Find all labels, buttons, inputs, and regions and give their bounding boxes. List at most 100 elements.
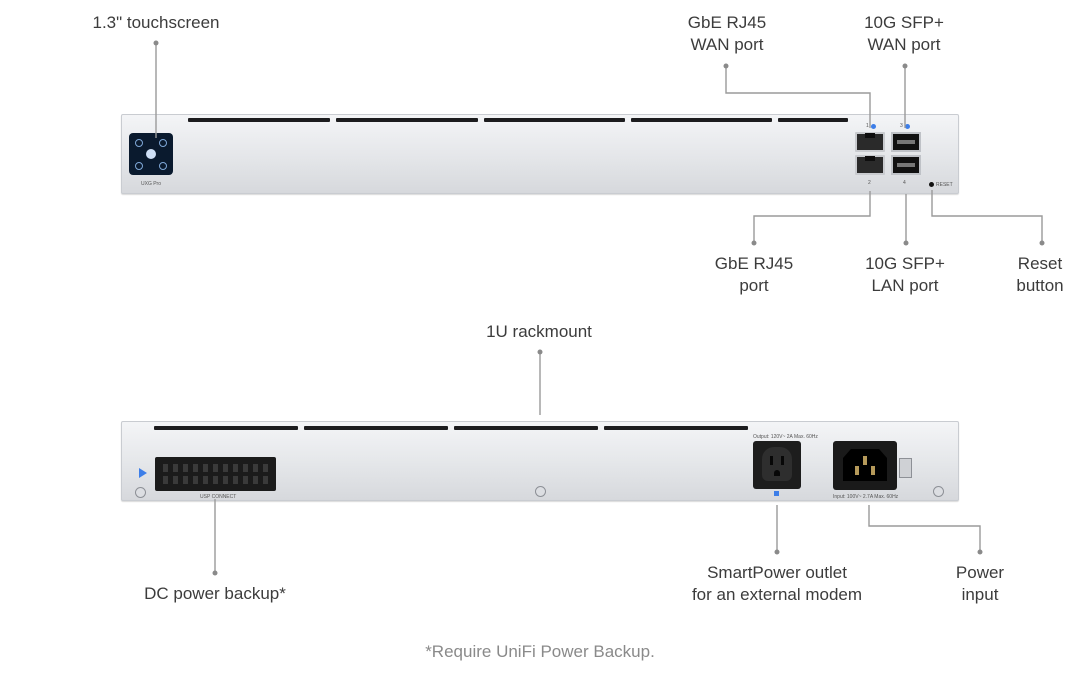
- dc-indicator-arrow-icon: [139, 468, 147, 478]
- connector-pin: [233, 476, 238, 484]
- gbe-rj45-wan-port: [855, 132, 885, 152]
- outlet-led: [774, 491, 779, 496]
- leader-dot: [212, 570, 218, 576]
- screen-quadrant-icon: [135, 162, 143, 170]
- connector-pin: [173, 476, 178, 484]
- outlet-face: [762, 447, 792, 481]
- connector-pin: [173, 464, 178, 472]
- iec-pin: [863, 456, 867, 465]
- wan-port-led: [871, 124, 876, 129]
- connector-pin: [253, 464, 258, 472]
- label-line: LAN port: [871, 276, 939, 295]
- power-cord-clip: [899, 458, 912, 478]
- dc-power-backup-connector: [155, 457, 276, 491]
- leader-dot: [153, 40, 159, 46]
- sfp-wan-label: 10G SFP+ WAN port: [864, 12, 944, 56]
- reset-button[interactable]: [929, 182, 934, 187]
- screen-quadrant-icon: [159, 139, 167, 147]
- rear-vent: [604, 426, 748, 430]
- connector-pin: [203, 464, 208, 472]
- leader-dot: [977, 549, 983, 555]
- gbe-port-label: GbE RJ45 port: [715, 253, 793, 297]
- power-input-label: Power input: [956, 562, 1004, 606]
- screw: [933, 486, 944, 497]
- screw: [135, 487, 146, 498]
- label-line: 10G SFP+: [865, 254, 945, 273]
- touchscreen-label: 1.3" touchscreen: [92, 12, 219, 34]
- rackmount-label: 1U rackmount: [486, 321, 592, 343]
- gbe-wan-label: GbE RJ45 WAN port: [688, 12, 766, 56]
- connector-pin: [203, 476, 208, 484]
- connector-pin: [193, 476, 198, 484]
- leader-dot: [902, 63, 908, 69]
- label-line: for an external modem: [691, 585, 863, 604]
- front-vent: [336, 118, 478, 122]
- leader-dot: [723, 63, 729, 69]
- reset-label: Reset button: [1016, 253, 1063, 297]
- connector-pin: [263, 476, 268, 484]
- port-number: 4: [903, 180, 906, 186]
- front-vent: [188, 118, 330, 122]
- gbe-wan-leader-line: [725, 66, 871, 128]
- front-vent: [778, 118, 848, 122]
- smartpower-label: SmartPower outlet for an external modem: [692, 562, 862, 606]
- touchscreen-display[interactable]: [129, 133, 173, 175]
- connector-pin: [223, 464, 228, 472]
- model-marking: UXG Pro: [141, 181, 162, 187]
- connector-pin: [213, 464, 218, 472]
- connector-pin: [253, 476, 258, 484]
- connector-pin: [223, 476, 228, 484]
- outlet-ground-hole: [774, 470, 780, 476]
- leader-dot: [537, 349, 543, 355]
- screw: [535, 486, 546, 497]
- reset-marking: RESET: [936, 182, 953, 188]
- smartpower-outlet: [753, 441, 801, 489]
- leader-dot: [751, 240, 757, 246]
- iec-pin: [855, 466, 859, 475]
- gbe-port-leader-line: [753, 191, 871, 243]
- sfp-lan-port: [891, 155, 921, 175]
- sfp-wan-port: [891, 132, 921, 152]
- screen-center-icon: [146, 149, 156, 159]
- front-vent: [484, 118, 625, 122]
- outlet-rating-marking: Output: 120V~ 2A Max. 60Hz: [753, 434, 818, 440]
- leader-dot: [774, 549, 780, 555]
- leader-dot: [1039, 240, 1045, 246]
- label-line: button: [1016, 276, 1064, 295]
- dc-backup-label: DC power backup*: [144, 583, 286, 605]
- outlet-slot: [781, 456, 784, 465]
- reset-leader-line: [931, 190, 1043, 243]
- front-panel: [121, 114, 959, 194]
- screen-quadrant-icon: [135, 139, 143, 147]
- port-number: 1: [866, 123, 869, 129]
- label-line: input: [961, 585, 999, 604]
- connector-pin: [243, 464, 248, 472]
- connector-pin: [263, 464, 268, 472]
- rear-vent: [154, 426, 298, 430]
- port-number: 3: [900, 123, 903, 129]
- rackmount-label-text: 1U rackmount: [486, 322, 592, 341]
- label-line: WAN port: [690, 35, 764, 54]
- rear-vent: [304, 426, 448, 430]
- connector-pin: [233, 464, 238, 472]
- label-line: 10G SFP+: [864, 13, 944, 32]
- label-line: GbE RJ45: [714, 254, 794, 273]
- label-line: port: [739, 276, 769, 295]
- screen-quadrant-icon: [159, 162, 167, 170]
- sfp-wan-led: [905, 124, 910, 129]
- label-line: Reset: [1017, 254, 1063, 273]
- connector-pin: [163, 476, 168, 484]
- leader-dot: [903, 240, 909, 246]
- label-line: Power: [955, 563, 1005, 582]
- gbe-rj45-port: [855, 155, 885, 175]
- connector-pin: [163, 464, 168, 472]
- power-input-leader-line: [868, 505, 981, 552]
- footnote: *Require UniFi Power Backup.: [425, 642, 655, 661]
- touchscreen-label-text: 1.3" touchscreen: [92, 13, 220, 32]
- input-rating-marking: Input: 100V~ 2.7A Max. 60Hz: [833, 494, 899, 500]
- label-line: SmartPower outlet: [707, 563, 847, 582]
- connector-pin: [213, 476, 218, 484]
- connector-pin: [183, 476, 188, 484]
- connector-pin: [243, 476, 248, 484]
